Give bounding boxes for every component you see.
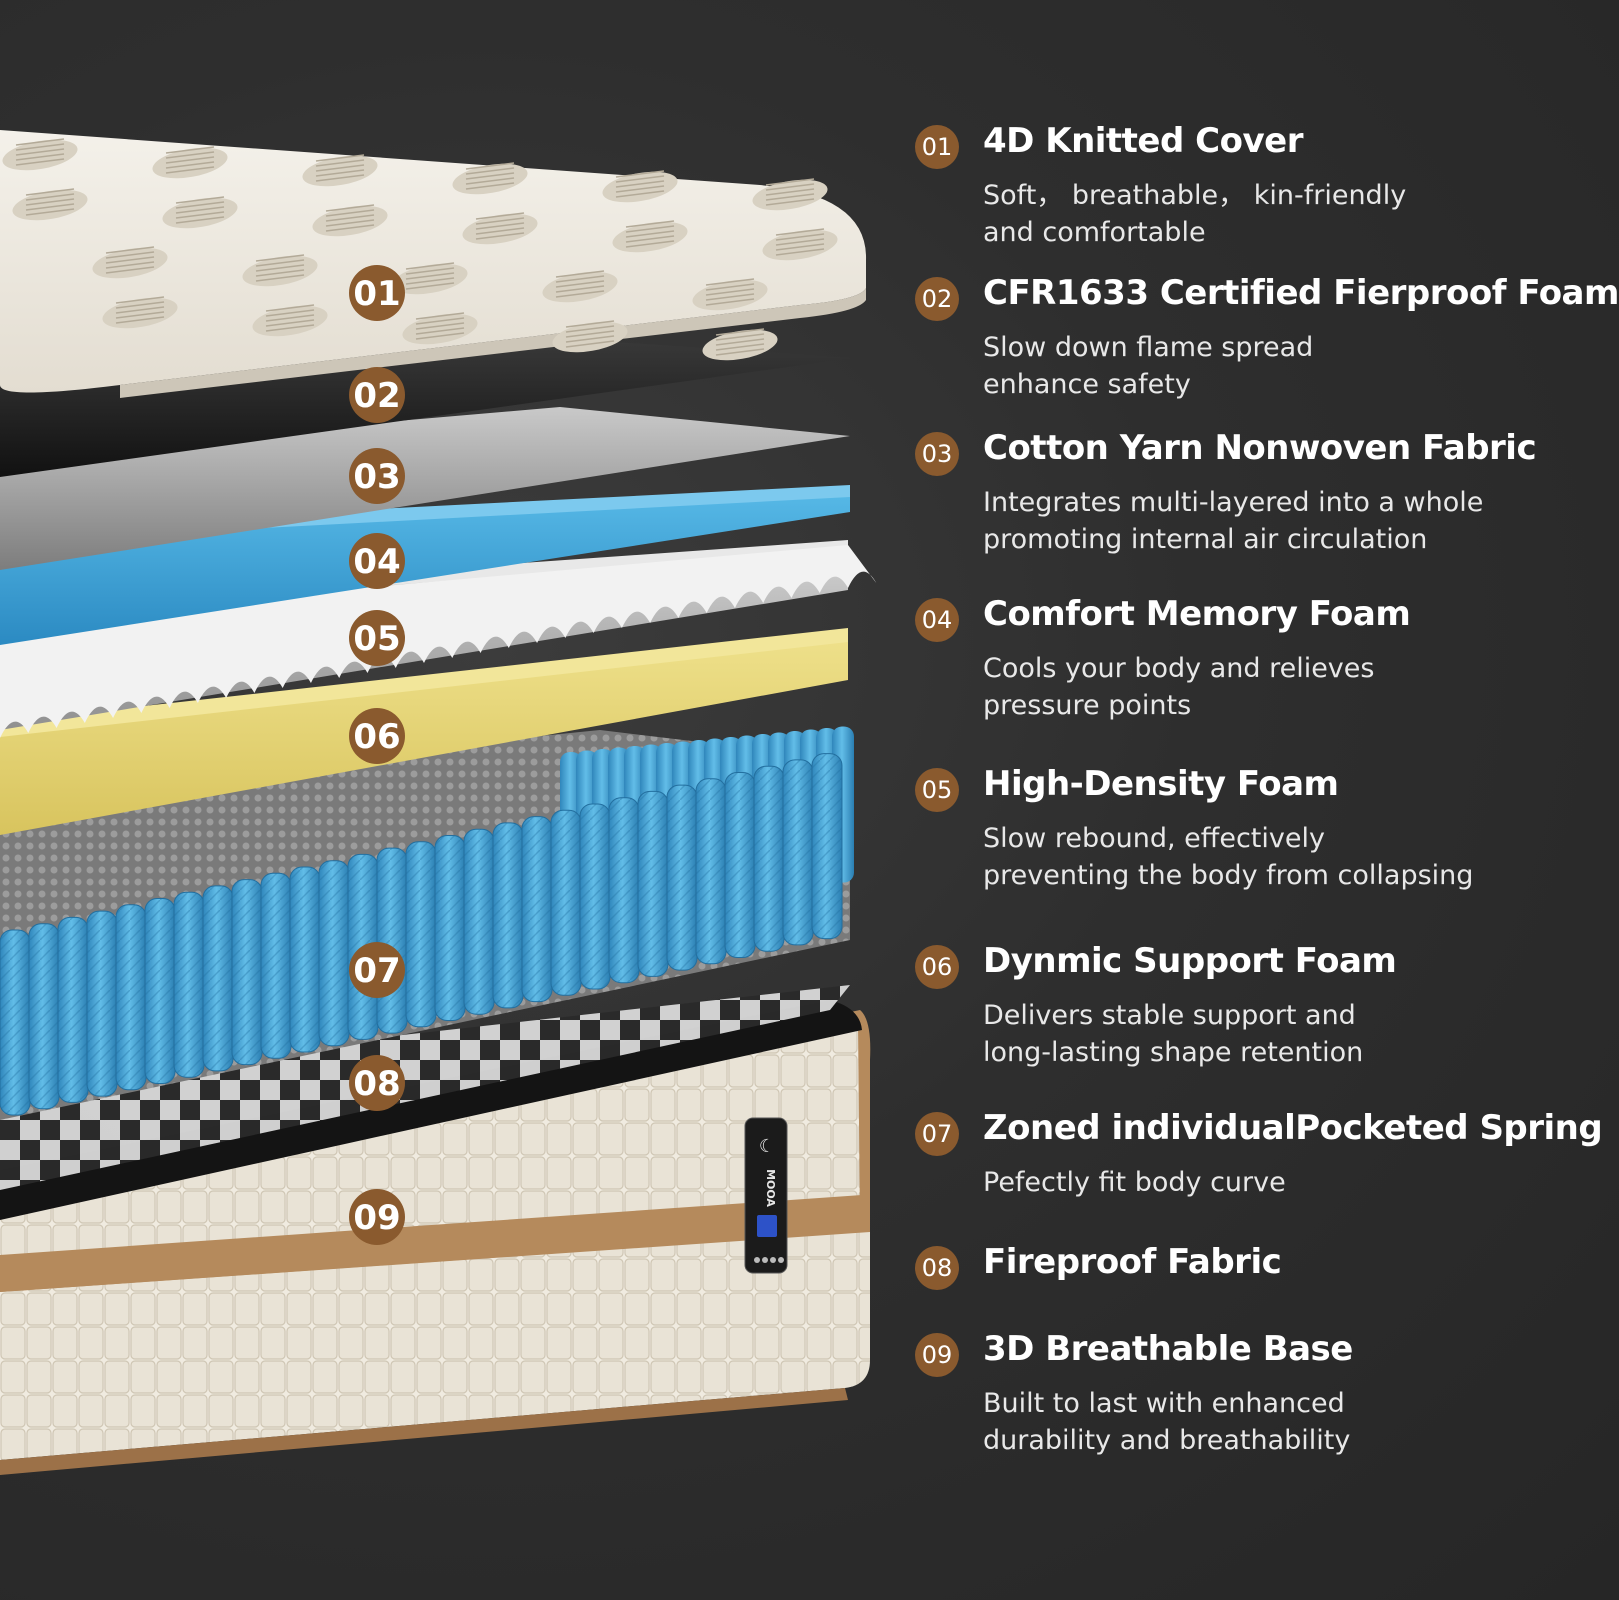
legend-description-line: Integrates multi-layered into a whole	[983, 487, 1484, 518]
illustration-badge-label: 07	[353, 951, 400, 991]
legend-title: Cotton Yarn Nonwoven Fabric	[983, 428, 1537, 468]
spring-coil-texture	[667, 785, 697, 971]
legend-description-line: Soft， breathable， kin-friendly	[983, 180, 1407, 211]
layer-07-pocketed-springs	[0, 726, 854, 1120]
legend-title: Comfort Memory Foam	[983, 594, 1411, 634]
legend-number-badge: 09	[915, 1333, 959, 1377]
layer-06-support-foam	[0, 628, 848, 835]
spring-coil-texture	[609, 797, 639, 983]
illustration-badge-09: 09	[349, 1189, 405, 1245]
illustration-badge-label: 02	[353, 376, 400, 416]
legend-description: Delivers stable support and long-lasting …	[983, 997, 1583, 1071]
legend-description-line: and comfortable	[983, 217, 1206, 248]
spring-coil-texture	[203, 885, 233, 1071]
legend-number-badge: 03	[915, 432, 959, 476]
legend-description: Soft， breathable， kin-friendly and comfor…	[983, 177, 1583, 251]
spring-coil-texture	[812, 753, 842, 939]
spring-coil-texture	[261, 873, 291, 1059]
legend-description: Slow rebound, effectively preventing the …	[983, 820, 1583, 894]
illustration-badge-05: 05	[349, 610, 405, 666]
spring-coil-texture	[290, 867, 320, 1052]
legend-description-line: Delivers stable support and	[983, 1000, 1356, 1031]
spring-coil-texture	[696, 778, 726, 964]
illustration-badge-02: 02	[349, 367, 405, 423]
layer-09-base: ☾ MOOA	[0, 1000, 871, 1475]
legend-title: High-Density Foam	[983, 764, 1339, 804]
legend-number-badge: 02	[915, 277, 959, 321]
legend-description-line: pressure points	[983, 690, 1192, 721]
spring-coil-texture	[174, 892, 204, 1078]
illustration-badge-08: 08	[349, 1055, 405, 1111]
legend-number-badge: 04	[915, 598, 959, 642]
spring-coil-texture	[783, 759, 813, 945]
spring-coil-texture	[116, 904, 146, 1090]
legend-description-line: long-lasting shape retention	[983, 1037, 1364, 1068]
legend-description-line: Slow rebound, effectively	[983, 823, 1325, 854]
legend-number-badge: 05	[915, 768, 959, 812]
legend-description: Cools your body and relieves pressure poi…	[983, 650, 1583, 724]
illustration-badge-04: 04	[349, 533, 405, 589]
illustration-badge-label: 05	[353, 619, 400, 659]
spring-coil-texture	[725, 772, 755, 958]
spring-coil-texture	[87, 911, 117, 1097]
spring-coil-texture	[493, 822, 523, 1008]
layer-01-knitted-cover	[0, 130, 867, 398]
spring-coil-texture	[522, 816, 552, 1002]
illustration-badge-01: 01	[349, 265, 405, 321]
illustration-badge-label: 08	[353, 1064, 400, 1104]
legend-number-badge: 08	[915, 1246, 959, 1290]
spring-coil-texture	[232, 879, 262, 1065]
legend-title: Dynmic Support Foam	[983, 941, 1397, 981]
illustration-badge-label: 09	[353, 1198, 400, 1238]
legend-description: Slow down flame spread enhance safety	[983, 329, 1583, 403]
spring-coil-texture	[638, 791, 668, 977]
legend-number-badge: 01	[915, 125, 959, 169]
legend-title: 4D Knitted Cover	[983, 121, 1303, 161]
illustration-badge-label: 03	[353, 457, 400, 497]
legend-description: Pefectly fit body curve	[983, 1164, 1583, 1201]
layer-03-nonwoven-fabric	[0, 407, 850, 570]
spring-coil-texture	[406, 841, 436, 1027]
layer-08-fireproof-fabric	[0, 985, 850, 1190]
illustration-badge-label: 06	[353, 717, 400, 757]
illustration-badge-06: 06	[349, 708, 405, 764]
legend-title: CFR1633 Certified Fierproof Foam	[983, 273, 1619, 313]
legend-description-line: Cools your body and relieves	[983, 653, 1375, 684]
legend-description-line: preventing the body from collapsing	[983, 860, 1474, 891]
legend-description-line: promoting internal air circulation	[983, 524, 1428, 555]
spring-coil-texture	[145, 898, 175, 1084]
legend-description-line: Slow down flame spread	[983, 332, 1314, 363]
legend-title: Fireproof Fabric	[983, 1242, 1282, 1282]
spring-coil-texture	[551, 810, 581, 996]
illustration-badge-03: 03	[349, 448, 405, 504]
legend-description-line: Built to last with enhanced	[983, 1388, 1345, 1419]
illustration-badge-07: 07	[349, 942, 405, 998]
illustration-badge-label: 01	[353, 274, 400, 314]
illustration-badge-label: 04	[353, 542, 400, 582]
legend-description-line: enhance safety	[983, 369, 1191, 400]
legend-title: 3D Breathable Base	[983, 1329, 1353, 1369]
legend-description-line: durability and breathability	[983, 1425, 1351, 1456]
brand-label: MOOA	[764, 1169, 777, 1207]
spring-coil-texture	[319, 860, 349, 1046]
spring-coil-texture	[29, 923, 59, 1109]
spring-coil-texture	[464, 829, 494, 1015]
legend-number-badge: 06	[915, 945, 959, 989]
legend-description: Integrates multi-layered into a whole pro…	[983, 484, 1583, 558]
spring-coil-texture	[580, 804, 610, 989]
legend-description-line: Pefectly fit body curve	[983, 1167, 1286, 1198]
spring-coil-texture	[435, 835, 465, 1021]
legend-title: Zoned individualPocketed Spring	[983, 1108, 1603, 1148]
spring-coil-texture	[0, 930, 30, 1115]
svg-text:☾: ☾	[759, 1136, 775, 1157]
spring-coil-texture	[58, 917, 88, 1103]
spring-coil-texture	[754, 766, 784, 952]
legend-description: Built to last with enhanced durability an…	[983, 1385, 1583, 1459]
brand-tag: ☾ MOOA	[744, 1117, 788, 1274]
legend-number-badge: 07	[915, 1112, 959, 1156]
